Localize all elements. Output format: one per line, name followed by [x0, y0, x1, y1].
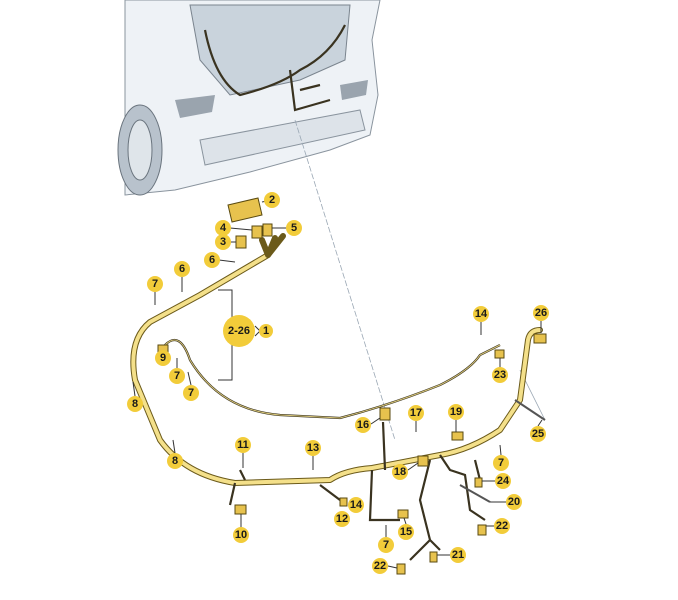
- svg-text:11: 11: [237, 439, 249, 451]
- callout-13[interactable]: 13: [305, 440, 321, 470]
- callout-15[interactable]: 15: [398, 517, 414, 540]
- callout-3[interactable]: 3: [215, 234, 236, 250]
- svg-text:7: 7: [498, 457, 504, 469]
- callout-9[interactable]: 9: [155, 350, 171, 366]
- svg-text:6: 6: [209, 254, 215, 266]
- callout-8[interactable]: 8: [127, 381, 143, 412]
- svg-text:13: 13: [307, 442, 319, 454]
- callout-1[interactable]: 1: [254, 324, 273, 338]
- car-rear-illustration: [117, 0, 546, 441]
- svg-text:19: 19: [450, 406, 462, 418]
- callout-12[interactable]: 12: [334, 511, 350, 527]
- svg-text:6: 6: [179, 263, 185, 275]
- callout-21[interactable]: 21: [437, 547, 466, 563]
- svg-text:23: 23: [494, 369, 506, 381]
- callout-7[interactable]: 7: [169, 358, 185, 384]
- connectors: [157, 197, 547, 575]
- svg-text:20: 20: [508, 496, 520, 508]
- callout-7[interactable]: 7: [183, 371, 199, 401]
- callout-17[interactable]: 17: [408, 405, 424, 432]
- svg-text:22: 22: [496, 520, 508, 532]
- callout-7[interactable]: 7: [378, 525, 394, 553]
- svg-text:7: 7: [152, 278, 158, 290]
- svg-text:9: 9: [160, 352, 166, 364]
- svg-text:8: 8: [132, 398, 138, 410]
- callout-16[interactable]: 16: [355, 417, 381, 433]
- callout-4[interactable]: 4: [215, 220, 253, 236]
- callouts: 2 4 5 3 6 6 7 2-26 1 9 7 7 8 8 11 10 13 …: [127, 192, 549, 574]
- svg-text:2: 2: [269, 194, 275, 206]
- svg-text:7: 7: [383, 539, 389, 551]
- svg-text:25: 25: [532, 428, 544, 440]
- callout-25[interactable]: 25: [530, 419, 546, 442]
- svg-text:21: 21: [452, 549, 464, 561]
- svg-text:17: 17: [410, 407, 422, 419]
- svg-text:5: 5: [291, 222, 297, 234]
- svg-text:14: 14: [350, 499, 363, 511]
- callout-19[interactable]: 19: [448, 404, 464, 432]
- callout-14[interactable]: 14: [473, 306, 489, 335]
- main-wiring-harness: [130, 233, 543, 561]
- callout-7[interactable]: 7: [493, 444, 509, 471]
- callout-10[interactable]: 10: [233, 514, 249, 543]
- callout-6[interactable]: 6: [174, 261, 190, 292]
- callout-6[interactable]: 6: [204, 252, 236, 268]
- svg-text:24: 24: [497, 475, 510, 487]
- svg-text:2-26: 2-26: [228, 325, 250, 337]
- svg-text:18: 18: [394, 466, 406, 478]
- svg-text:14: 14: [475, 308, 488, 320]
- svg-text:7: 7: [188, 387, 194, 399]
- callout-24[interactable]: 24: [482, 473, 511, 489]
- callout-22[interactable]: 22: [372, 558, 398, 574]
- callout-11[interactable]: 11: [235, 437, 251, 468]
- svg-text:4: 4: [220, 222, 227, 234]
- callout-5[interactable]: 5: [272, 220, 302, 236]
- callout-20[interactable]: 20: [490, 494, 522, 510]
- svg-text:1: 1: [263, 325, 269, 337]
- callout-22[interactable]: 22: [486, 518, 510, 534]
- svg-text:26: 26: [535, 307, 547, 319]
- svg-text:12: 12: [336, 513, 348, 525]
- svg-text:7: 7: [174, 370, 180, 382]
- callout-23[interactable]: 23: [492, 358, 508, 383]
- svg-text:10: 10: [235, 529, 247, 541]
- svg-text:15: 15: [400, 526, 412, 538]
- callout-group-2-26[interactable]: 2-26: [223, 315, 255, 347]
- callout-18[interactable]: 18: [392, 462, 419, 480]
- callout-7[interactable]: 7: [147, 276, 163, 305]
- svg-text:16: 16: [357, 419, 369, 431]
- callout-8[interactable]: 8: [167, 439, 183, 469]
- callout-2[interactable]: 2: [261, 192, 280, 208]
- svg-text:22: 22: [374, 560, 386, 572]
- svg-text:8: 8: [172, 455, 178, 467]
- svg-text:3: 3: [220, 236, 226, 248]
- callout-14[interactable]: 14: [348, 497, 364, 513]
- callout-26[interactable]: 26: [533, 305, 549, 333]
